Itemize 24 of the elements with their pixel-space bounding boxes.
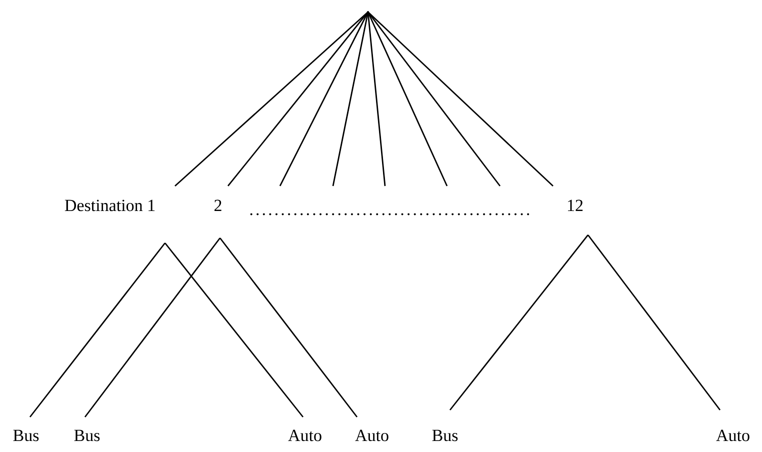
text-label: Bus — [13, 430, 39, 442]
line — [368, 11, 554, 186]
line — [279, 12, 369, 186]
line — [227, 12, 369, 186]
line — [29, 242, 166, 418]
line — [332, 12, 369, 186]
text-label: Bus — [432, 430, 458, 442]
text-label: Auto — [355, 430, 388, 442]
dotted-line: ............................................. — [250, 213, 530, 216]
line — [449, 234, 589, 410]
text-label: Bus — [74, 430, 100, 442]
line — [84, 238, 221, 418]
line — [367, 12, 501, 186]
text-label: Auto — [716, 430, 750, 442]
line — [174, 11, 368, 187]
line — [219, 238, 358, 418]
line — [367, 12, 448, 186]
line — [587, 234, 721, 410]
text-label: Destination 1 — [64, 200, 155, 212]
line — [164, 242, 304, 418]
text-label: 12 — [568, 200, 583, 211]
text-label: Auto — [288, 430, 322, 442]
text-label: 2 — [214, 200, 222, 211]
line — [367, 12, 386, 186]
